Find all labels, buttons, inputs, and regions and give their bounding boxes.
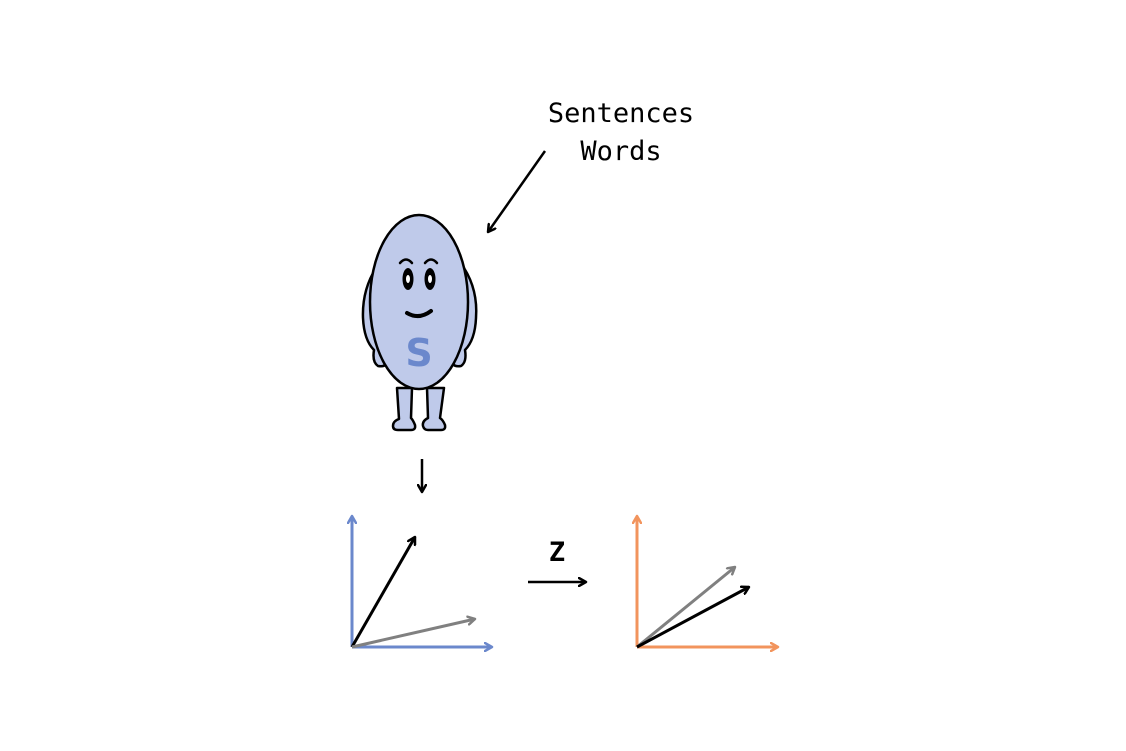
target-vector-black <box>636 587 749 649</box>
character-right-eyebrow <box>423 258 439 265</box>
character-left-leg <box>391 386 417 432</box>
character-smile <box>405 309 433 318</box>
label-sentences: Sentences <box>548 98 694 129</box>
character-s: S <box>361 213 478 432</box>
target-vector-space <box>637 516 778 647</box>
character-body <box>368 213 470 391</box>
transform-label: Z <box>549 537 565 568</box>
character-left-eyebrow <box>398 258 414 265</box>
input-arrow <box>488 150 547 232</box>
character-right-pupil <box>428 275 432 283</box>
source-vector-gray <box>351 619 475 649</box>
source-vector-space <box>352 516 492 647</box>
character-letter: S <box>405 331 432 375</box>
character-left-pupil <box>406 275 410 283</box>
target-vector-gray <box>636 567 735 649</box>
source-vector-black <box>350 537 417 648</box>
character-right-leg <box>421 386 447 432</box>
label-words: Words <box>580 136 661 167</box>
